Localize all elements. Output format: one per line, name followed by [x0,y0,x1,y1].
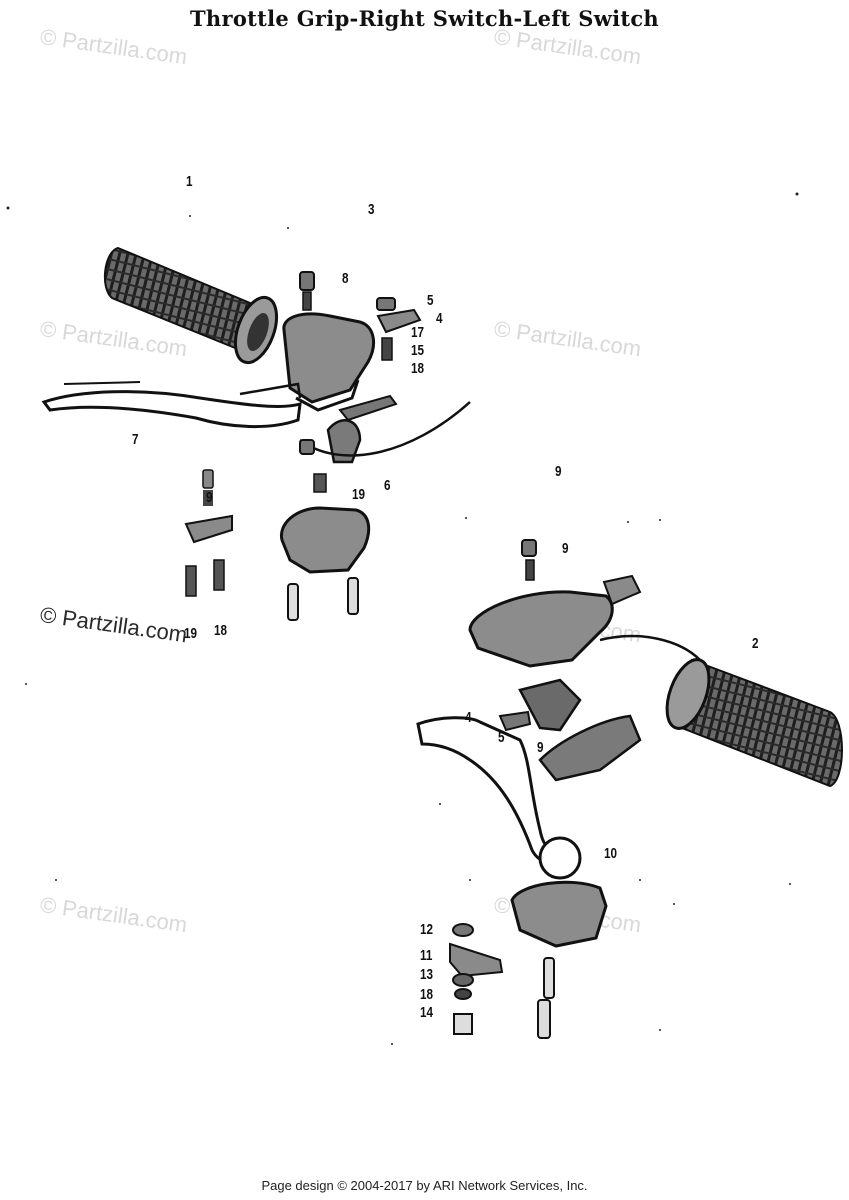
callout-label: 19 [352,486,366,503]
left-switch-lower-housing [510,880,608,1039]
callout-label: 15 [411,342,425,359]
print-specks [6,192,799,1045]
callout-label: 4 [465,709,472,726]
callout-label: 8 [342,270,349,287]
switch-lever-small-parts [326,297,422,464]
callout-label: 5 [498,729,505,746]
throttle-grip-right [665,658,843,788]
callout-label: 1 [186,173,193,190]
callout-label: 18 [411,360,425,377]
callout-label: 6 [384,477,391,494]
page-footer: Page design © 2004-2017 by ARI Network S… [261,1178,588,1193]
callout-label: 9 [555,463,562,480]
callout-label: 18 [420,986,434,1003]
callout-label: 18 [214,622,228,639]
callout-label: 2 [752,635,759,652]
callout-label: 12 [420,921,434,938]
switch-small-parts-stack [449,923,504,1035]
callout-label: 19 [184,625,198,642]
callout-label: 3 [368,201,375,218]
callout-label: 11 [420,947,433,964]
callout-label: 10 [604,845,618,862]
lever-right [416,634,701,880]
left-switch-upper-housing [468,539,642,668]
callout-label: 4 [436,310,443,327]
callout-label: 9 [562,540,569,557]
callout-label: 7 [132,431,139,448]
callout-label: 14 [420,1004,434,1021]
lever-left [41,381,471,457]
callout-label: 9 [537,739,544,756]
right-switch-lower-housing [279,439,371,621]
diagram-title: Throttle Grip-Right Switch-Left Switch [189,6,660,31]
callout-label: 9 [206,489,213,506]
right-switch-upper-housing [282,271,376,412]
callout-label: 5 [427,292,434,309]
screw-stack-left [184,469,233,597]
throttle-grip-left [103,246,279,365]
callout-label: 17 [411,324,425,341]
callout-label: 13 [420,966,434,983]
